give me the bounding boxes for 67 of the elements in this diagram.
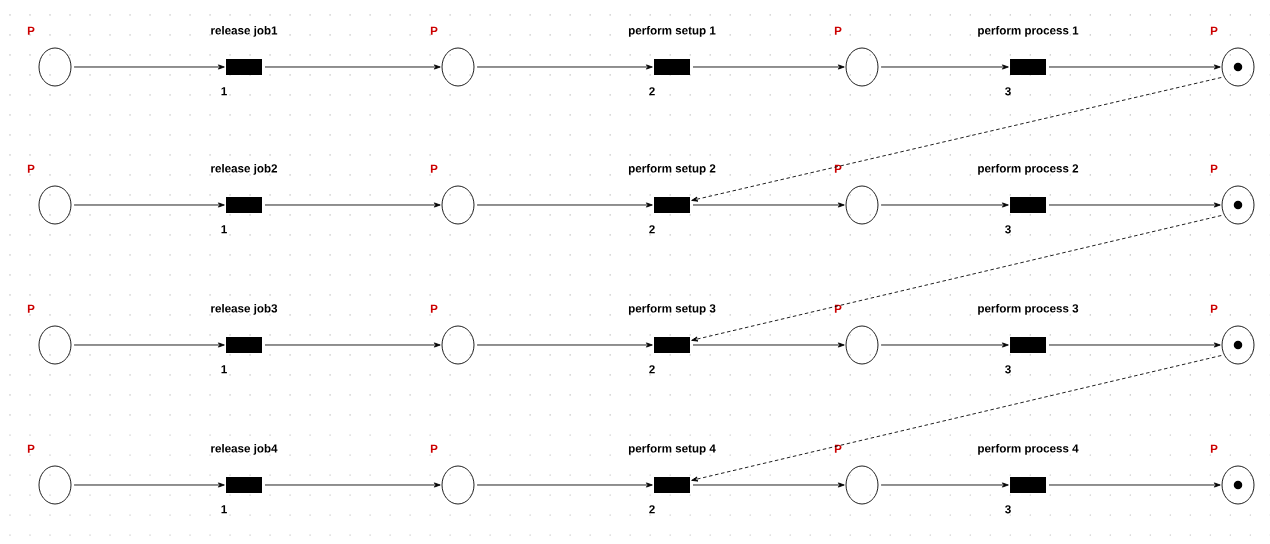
arrow — [691, 355, 1222, 482]
place-label: P — [834, 304, 842, 313]
place-label: P — [1210, 164, 1218, 173]
place-label: P — [430, 26, 438, 35]
arrow — [880, 342, 1009, 348]
arrow — [1048, 64, 1221, 70]
transition-label: perform setup 2 — [628, 164, 716, 175]
arrow — [1048, 202, 1221, 208]
transition-label: perform process 3 — [978, 304, 1079, 315]
place-label: P — [1210, 26, 1218, 35]
transition-number: 2 — [649, 225, 655, 234]
arrow — [1048, 482, 1221, 488]
arrow — [73, 482, 225, 488]
transition-number: 2 — [649, 505, 655, 514]
place-label: P — [1210, 444, 1218, 453]
transition-label: perform process 2 — [978, 164, 1079, 175]
transition-label: perform setup 3 — [628, 304, 716, 315]
arrow — [880, 64, 1009, 70]
place-label: P — [430, 164, 438, 173]
arrow — [264, 202, 441, 208]
arrow — [692, 64, 845, 70]
arrow — [264, 482, 441, 488]
arrow — [880, 482, 1009, 488]
transition-number: 2 — [649, 87, 655, 96]
arrow — [73, 202, 225, 208]
transition-label: perform setup 4 — [628, 444, 716, 455]
transition-label: release job1 — [211, 25, 278, 37]
arrow — [73, 64, 225, 70]
arrow — [880, 202, 1009, 208]
transition-number: 3 — [1005, 505, 1011, 514]
arrow — [476, 482, 653, 488]
place-label: P — [27, 164, 35, 173]
transition-number: 1 — [221, 225, 227, 234]
place-label: P — [430, 444, 438, 453]
transition-number: 3 — [1005, 87, 1011, 96]
arrow — [476, 64, 653, 70]
transition-number: 3 — [1005, 225, 1011, 234]
place-label: P — [834, 444, 842, 453]
place-label: P — [27, 444, 35, 453]
arrow — [691, 77, 1222, 202]
transition-number: 2 — [649, 365, 655, 374]
place-label: P — [27, 26, 35, 35]
place-label: P — [834, 164, 842, 173]
arrow — [691, 215, 1222, 342]
arrow — [692, 342, 845, 348]
arrow — [1048, 342, 1221, 348]
place-label: P — [834, 26, 842, 35]
arrow — [692, 202, 845, 208]
place-label: P — [1210, 304, 1218, 313]
transition-label: perform process 1 — [978, 25, 1079, 37]
transition-number: 1 — [221, 505, 227, 514]
arrow — [476, 342, 653, 348]
transition-label: release job4 — [211, 444, 278, 455]
arrow — [264, 342, 441, 348]
transition-label: perform process 4 — [978, 444, 1079, 455]
arrow — [476, 202, 653, 208]
transition-number: 1 — [221, 365, 227, 374]
transition-label: release job2 — [211, 164, 278, 175]
arrow — [264, 64, 441, 70]
place-label: P — [27, 304, 35, 313]
arrow — [73, 342, 225, 348]
transition-number: 3 — [1005, 365, 1011, 374]
transition-label: perform setup 1 — [628, 25, 716, 37]
transition-number: 1 — [221, 87, 227, 96]
arrow — [692, 482, 845, 488]
place-label: P — [430, 304, 438, 313]
transition-label: release job3 — [211, 304, 278, 315]
